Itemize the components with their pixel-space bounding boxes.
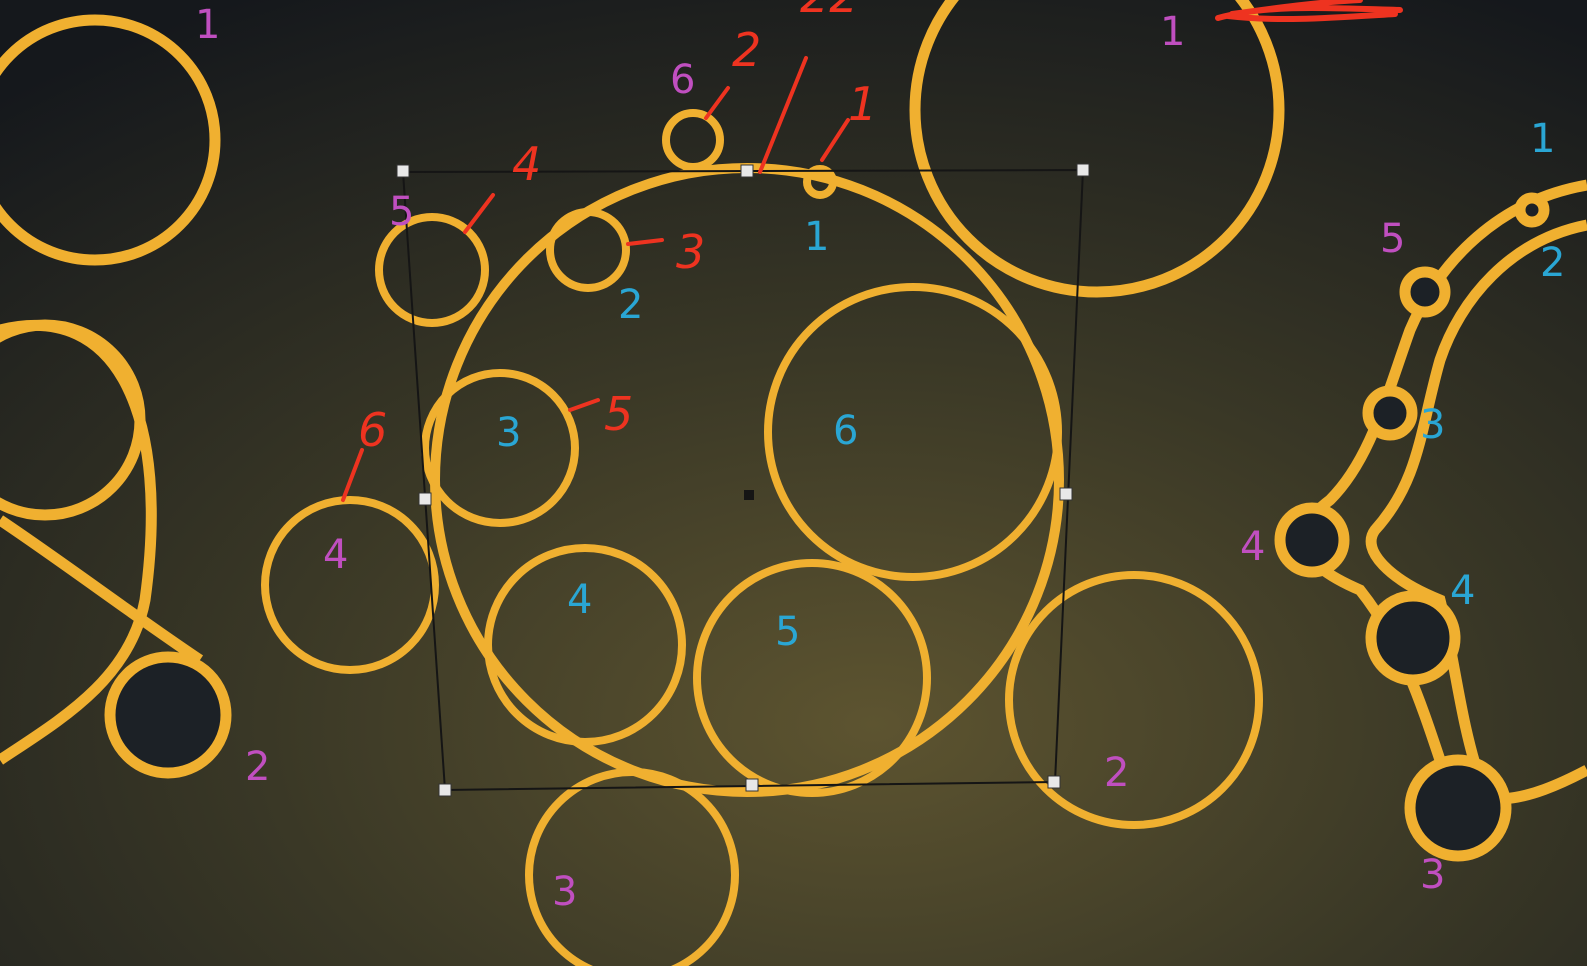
red-annotation-strokes — [341, 0, 1403, 502]
handle-middle-right[interactable] — [1059, 487, 1073, 501]
red-number-5: 5 — [604, 387, 633, 441]
left-chain-circle-1 — [0, 14, 221, 266]
red-number-4: 4 — [512, 137, 541, 191]
pink-label-2: 2 — [1104, 750, 1129, 796]
pink-label-left-1: 1 — [195, 2, 220, 48]
annotation-line-5 — [568, 398, 600, 412]
blue-label-right-3: 3 — [1420, 402, 1445, 448]
circle-blue-6[interactable] — [764, 283, 1062, 581]
pink-label-left-2: 2 — [245, 744, 270, 790]
right-chain-filled-6 — [1514, 192, 1550, 228]
circle-blue-4[interactable] — [484, 544, 686, 746]
circle-pink-2[interactable] — [1005, 571, 1263, 829]
blue-label-5: 5 — [775, 609, 800, 655]
circle-pink-6[interactable] — [662, 109, 724, 171]
circle-blue-3[interactable] — [421, 369, 579, 527]
left-chain-connector-2 — [0, 515, 204, 665]
pink-labels: 1 6 5 4 2 3 2 1 5 4 3 — [195, 2, 1445, 915]
left-chain-circle-filled — [104, 651, 232, 779]
annotation-line-4 — [463, 193, 495, 234]
annotation-line-6 — [341, 448, 364, 502]
red-number-6: 6 — [358, 403, 387, 457]
pink-label-3: 3 — [552, 869, 577, 915]
circle-pink-4[interactable] — [261, 496, 439, 674]
annotation-line-3 — [626, 238, 664, 246]
handle-top-center[interactable] — [740, 164, 754, 178]
pink-label-5: 5 — [389, 189, 414, 235]
handle-bottom-right[interactable] — [1047, 775, 1061, 789]
red-number-2: 2 — [732, 23, 761, 77]
pink-label-6: 6 — [670, 57, 695, 103]
blue-label-right-1: 1 — [1530, 116, 1555, 162]
right-chain-filled-1 — [1399, 266, 1451, 318]
main-packing — [261, 0, 1285, 966]
circle-pink-5[interactable] — [375, 213, 489, 327]
annotation-scribble — [1215, 0, 1403, 23]
handle-top-left[interactable] — [396, 164, 410, 178]
red-number-3: 3 — [676, 225, 705, 279]
right-chain-filled-4 — [1365, 590, 1461, 686]
blue-label-right-4: 4 — [1450, 568, 1475, 614]
annotation-line-1 — [820, 118, 850, 162]
annotation-line-2 — [704, 86, 730, 120]
circle-pink-3[interactable] — [525, 768, 739, 966]
right-chain-filled-5 — [1404, 754, 1512, 862]
handle-bottom-left[interactable] — [438, 783, 452, 797]
circle-pink-1[interactable] — [909, 0, 1285, 298]
right-chain-filled-2 — [1362, 385, 1418, 441]
left-chain-connector — [0, 319, 157, 765]
blue-labels: 1 2 3 4 5 6 1 2 3 4 — [496, 116, 1565, 655]
red-number-1: 1 — [848, 77, 877, 131]
left-circle-chain — [0, 14, 232, 779]
handle-bottom-center[interactable] — [745, 778, 759, 792]
blue-label-2: 2 — [618, 282, 643, 328]
circle-blue-2[interactable] — [546, 208, 630, 292]
pink-label-1-top: 1 — [1160, 9, 1185, 55]
red-annotations: 4 2 22 1 3 5 6 — [358, 0, 877, 457]
red-number-22: 22 — [800, 0, 859, 23]
pink-label-right-4: 4 — [1240, 524, 1265, 570]
circle-blue-1[interactable] — [803, 165, 837, 199]
blue-label-3: 3 — [496, 410, 521, 456]
blue-label-4: 4 — [567, 577, 592, 623]
right-chain-filled-3 — [1274, 502, 1350, 578]
selection-box[interactable] — [396, 163, 1090, 797]
handle-top-right[interactable] — [1076, 163, 1090, 177]
blue-label-6: 6 — [833, 408, 858, 454]
blue-label-right-2: 2 — [1540, 240, 1565, 286]
circle-blue-5[interactable] — [693, 559, 931, 797]
annotation-line-22 — [758, 56, 808, 174]
pink-label-right-3: 3 — [1420, 852, 1445, 898]
handle-middle-left[interactable] — [418, 492, 432, 506]
right-circle-chain — [1274, 179, 1587, 862]
blue-label-1: 1 — [804, 214, 829, 260]
center-point — [744, 490, 754, 500]
pink-label-right-5: 5 — [1380, 216, 1405, 262]
pink-label-4: 4 — [323, 532, 348, 578]
